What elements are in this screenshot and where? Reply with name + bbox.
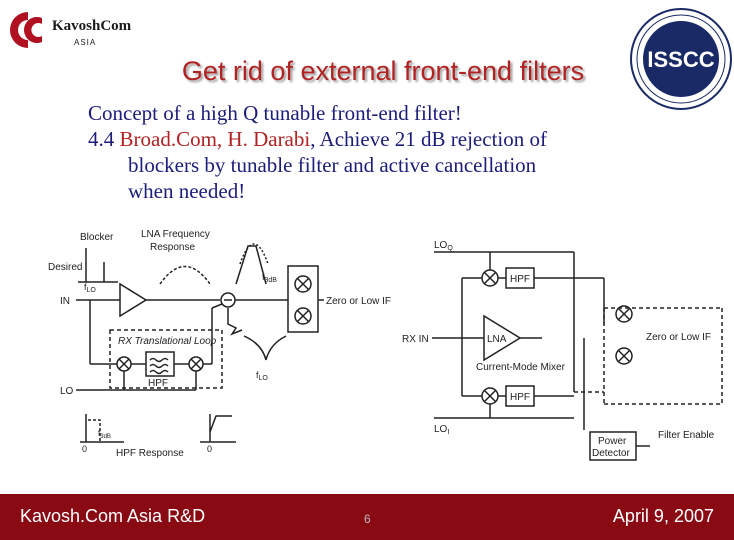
svg-text:RX Translational Loop: RX Translational Loop <box>118 336 217 347</box>
svg-text:Blocker: Blocker <box>80 232 114 243</box>
svg-text:LNA Frequency: LNA Frequency <box>141 229 210 240</box>
isscc-seal-icon: ISSCC <box>630 8 732 110</box>
footer-date: April 9, 2007 <box>612 506 714 526</box>
svg-text:Power: Power <box>598 436 627 447</box>
svg-text:HPF: HPF <box>148 378 168 389</box>
svg-text:fLO: fLO <box>84 282 96 294</box>
svg-text:Zero or Low IF: Zero or Low IF <box>646 332 711 343</box>
svg-text:0: 0 <box>82 444 87 454</box>
svg-text:f3dB: f3dB <box>262 272 277 284</box>
svg-text:HPF: HPF <box>510 274 530 285</box>
svg-text:RX IN: RX IN <box>402 334 429 345</box>
svg-text:Zero or Low IF: Zero or Low IF <box>326 296 391 307</box>
company-logo: KavoshCom ASIA <box>8 8 132 52</box>
slide-footer: Kavosh.Com Asia R&D 6 April 9, 2007 <box>0 494 734 540</box>
svg-text:LO: LO <box>60 386 74 397</box>
slide-body: Concept of a high Q tunable front-end fi… <box>88 100 628 204</box>
left-diagram: Blocker LNA Frequency Response Desired f… <box>48 229 391 459</box>
svg-text:0: 0 <box>207 444 212 454</box>
logo-sub: ASIA <box>74 38 97 47</box>
svg-text:Filter Enable: Filter Enable <box>658 430 715 441</box>
svg-text:HPF Response: HPF Response <box>116 448 184 459</box>
author-link: Broad.Com, H. Darabi <box>119 127 311 151</box>
body-line-3: blockers by tunable filter and active ca… <box>128 153 537 177</box>
body-line-4: when needed! <box>128 179 246 203</box>
logo-name: KavoshCom <box>52 18 132 34</box>
seal-text: ISSCC <box>647 47 714 72</box>
svg-text:IN: IN <box>60 296 70 307</box>
circuit-diagrams: Blocker LNA Frequency Response Desired f… <box>48 229 723 461</box>
body-line-2: 4.4 Broad.Com, H. Darabi, Achieve 21 dB … <box>88 127 547 151</box>
page-number: 6 <box>364 512 371 526</box>
svg-text:fLO: fLO <box>256 370 268 382</box>
svg-text:Current-Mode Mixer: Current-Mode Mixer <box>476 362 566 373</box>
svg-text:LOQ: LOQ <box>434 240 453 252</box>
svg-text:f3dB: f3dB <box>98 429 111 440</box>
svg-text:HPF: HPF <box>510 392 530 403</box>
svg-text:LOI: LOI <box>434 424 449 436</box>
footer-company: Kavosh.Com Asia R&D <box>20 506 206 526</box>
svg-text:Detector: Detector <box>592 448 630 459</box>
kavoshcom-logo-icon <box>10 12 42 48</box>
svg-text:Desired: Desired <box>48 262 82 273</box>
svg-text:Response: Response <box>150 242 195 253</box>
body-line-1: Concept of a high Q tunable front-end fi… <box>88 101 462 125</box>
svg-text:LNA: LNA <box>487 334 507 345</box>
slide-title: Get rid of external front-end filters <box>181 56 585 86</box>
right-diagram: LOQ HPF RX IN LNA Current-Mode Mixer HPF… <box>402 240 723 461</box>
